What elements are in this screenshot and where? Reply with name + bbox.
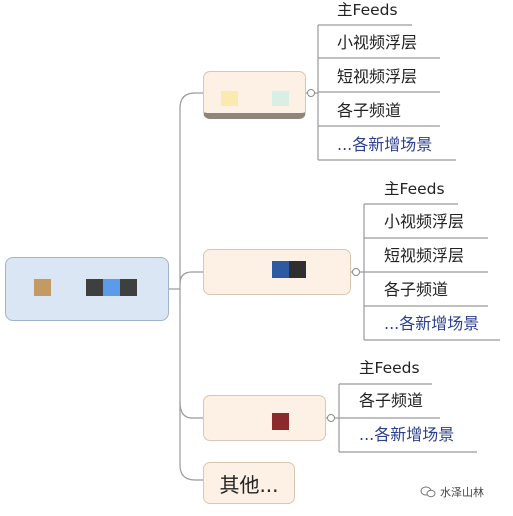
collapse-toggle-icon[interactable]: [307, 89, 315, 97]
redacted-block: [221, 91, 238, 106]
leaf-b2-1[interactable]: 主Feeds: [384, 180, 445, 198]
watermark: 水泽山林: [420, 484, 484, 500]
branch-node-4[interactable]: 其他...: [203, 462, 295, 504]
root-node[interactable]: [5, 257, 169, 321]
leaf-b2-4[interactable]: 各子频道: [384, 280, 449, 299]
branch-node-3[interactable]: [203, 395, 326, 441]
redacted-block: [272, 413, 289, 430]
connector-b2-underlines: [364, 203, 500, 341]
leaf-b2-5[interactable]: ...各新增场景: [384, 314, 480, 333]
branch-node-2[interactable]: [203, 249, 351, 295]
leaf-b2-3[interactable]: 短视频浮层: [384, 246, 465, 265]
leaf-b3-1[interactable]: 主Feeds: [359, 359, 420, 377]
connector-b1-underlines: [318, 24, 456, 161]
redacted-block: [289, 261, 306, 278]
leaf-b1-3[interactable]: 短视频浮层: [337, 67, 418, 86]
redacted-block: [103, 279, 120, 296]
redacted-block: [86, 279, 103, 296]
redacted-block: [272, 261, 289, 278]
redacted-block: [120, 279, 137, 296]
redacted-block: [34, 279, 51, 296]
redacted-block: [272, 91, 289, 106]
leaf-b3-3[interactable]: ...各新增场景: [359, 425, 455, 444]
collapse-toggle-icon[interactable]: [327, 414, 335, 422]
watermark-text: 水泽山林: [440, 486, 484, 499]
leaf-b1-5[interactable]: ...各新增场景: [337, 135, 433, 154]
leaf-b1-1[interactable]: 主Feeds: [337, 1, 398, 19]
connector-branch-2: [179, 271, 203, 285]
wechat-icon: [420, 486, 436, 498]
connector-trunk: [179, 92, 203, 481]
branch-node-1[interactable]: [203, 71, 306, 119]
leaf-b2-2[interactable]: 小视频浮层: [384, 212, 465, 231]
leaf-b1-4[interactable]: 各子频道: [337, 101, 402, 120]
collapse-toggle-icon[interactable]: [352, 268, 360, 276]
connector-branch-3: [179, 401, 203, 419]
leaf-b1-2[interactable]: 小视频浮层: [337, 33, 418, 52]
leaf-b3-2[interactable]: 各子频道: [359, 391, 424, 410]
connector-b3-underlines: [339, 383, 477, 453]
